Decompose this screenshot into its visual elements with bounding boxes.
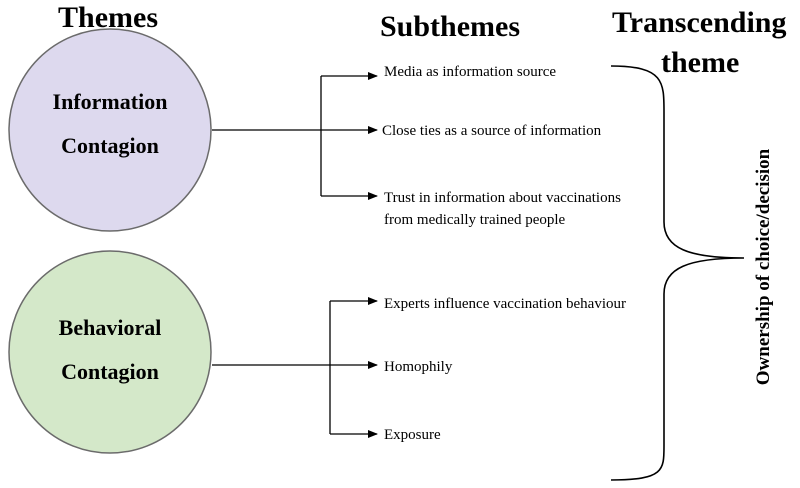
transcending-header-line2: theme <box>661 46 740 79</box>
transcending-brace <box>610 65 745 481</box>
subtheme-exposure: Exposure <box>384 427 441 443</box>
behavioral-contagion-circle <box>8 250 212 454</box>
subtheme-media-source: Media as information source <box>384 64 557 80</box>
information-connectors <box>212 72 378 200</box>
information-contagion-label: Information Contagion <box>20 80 200 168</box>
information-label-line1: Information <box>52 89 168 114</box>
themes-header: Themes <box>58 1 158 34</box>
transcending-theme-label: Ownership of choice/decision <box>753 148 774 386</box>
behavioral-label-line2: Contagion <box>61 359 159 384</box>
subtheme-close-ties: Close ties as a source of information <box>382 123 602 139</box>
subtheme-homophily: Homophily <box>384 359 453 375</box>
behavioral-label-line1: Behavioral <box>58 315 162 340</box>
subtheme-trust-medical: Trust in information about vaccinations … <box>384 190 621 228</box>
subtheme-experts-influence: Experts influence vaccination behaviour <box>384 296 626 312</box>
transcending-header-line1: Transcending <box>612 6 787 39</box>
behavioral-connectors <box>212 297 378 438</box>
behavioral-contagion-label: Behavioral Contagion <box>20 306 200 394</box>
information-label-line2: Contagion <box>61 133 159 158</box>
information-contagion-circle <box>8 28 212 232</box>
subthemes-header: Subthemes <box>380 10 521 43</box>
